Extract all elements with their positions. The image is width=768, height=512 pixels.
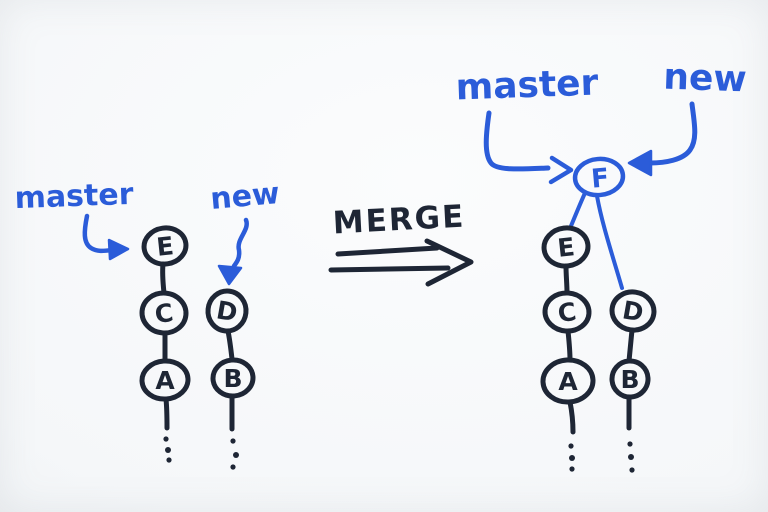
commit-label: D xyxy=(214,295,239,327)
commit-node-d-before: D xyxy=(205,288,249,334)
link-e-c-before xyxy=(160,261,167,296)
new-pointer-arrow-before xyxy=(231,217,249,269)
new-branch-label-before: new xyxy=(209,176,281,217)
ellipsis-dot xyxy=(230,464,236,470)
history-tail-a-before xyxy=(163,396,170,431)
link-d-b-after xyxy=(626,327,635,364)
ellipsis-dot xyxy=(568,443,574,449)
commit-circle xyxy=(139,290,189,336)
ellipsis-dot xyxy=(629,467,635,473)
commit-label: C xyxy=(153,298,175,329)
commit-label: B xyxy=(620,365,639,394)
commit-label: C xyxy=(556,297,578,328)
merge-arrow-bottom-line xyxy=(328,265,451,273)
merge-commit-node-f: F xyxy=(572,156,626,198)
merge-arrowhead-icon xyxy=(424,238,474,287)
commit-node-a-before: A xyxy=(139,358,191,402)
commit-label: A xyxy=(155,366,175,395)
merge-title: MERGE xyxy=(332,199,466,242)
commit-node-c-before: C xyxy=(139,290,189,336)
master-arrowhead-icon-after xyxy=(548,155,574,185)
commit-label: D xyxy=(620,295,645,327)
new-arrowhead-icon-before xyxy=(217,264,243,286)
after-diagram: master new F E C xyxy=(455,57,747,473)
ellipsis-dot xyxy=(628,454,634,460)
commit-circle xyxy=(572,156,626,198)
new-pointer-arrow-after xyxy=(647,101,698,166)
master-pointer-arrow-after xyxy=(483,110,551,172)
ellipsis-dot xyxy=(165,447,171,453)
commit-label: B xyxy=(223,364,242,393)
ellipsis-dot xyxy=(233,452,239,458)
before-diagram: master new E C A xyxy=(14,176,281,470)
merge-link-f-to-e xyxy=(569,191,587,228)
commit-node-a-after: A xyxy=(540,357,596,405)
ellipsis-dot xyxy=(163,436,169,442)
ellipsis-dot xyxy=(627,441,633,447)
master-pointer-arrow-before xyxy=(82,213,115,254)
history-tail-a-after xyxy=(567,399,576,435)
ellipsis-dot xyxy=(569,466,575,472)
commit-node-d-after: D xyxy=(609,289,657,333)
commit-node-e-after: E xyxy=(541,225,591,269)
commit-node-b-before: B xyxy=(210,357,256,399)
merge-arrow-top-line xyxy=(335,245,440,257)
ellipsis-dot xyxy=(230,438,236,444)
ellipsis-dot xyxy=(569,455,575,461)
merge-operation: MERGE xyxy=(328,199,474,287)
master-branch-label-before: master xyxy=(14,177,134,216)
commit-node-b-after: B xyxy=(609,358,651,400)
commit-circle xyxy=(210,357,256,399)
ellipsis-dot xyxy=(166,457,172,463)
master-arrowhead-icon-before xyxy=(107,238,130,261)
commit-label: A xyxy=(558,367,578,396)
commit-circle xyxy=(141,225,189,267)
commit-node-e-before: E xyxy=(141,225,189,267)
commit-label: E xyxy=(155,231,175,262)
new-branch-label-after: new xyxy=(663,57,748,101)
commit-label: F xyxy=(590,163,610,194)
new-arrowhead-icon-after xyxy=(627,149,653,177)
link-d-b-before xyxy=(225,328,235,362)
commit-label: E xyxy=(556,232,576,263)
commit-circle xyxy=(205,288,249,334)
commit-node-c-after: C xyxy=(542,290,592,334)
merge-link-f-to-d xyxy=(595,194,624,290)
link-c-a-after xyxy=(565,328,573,363)
master-branch-label-after: master xyxy=(455,63,599,109)
link-e-c-after xyxy=(563,263,570,296)
